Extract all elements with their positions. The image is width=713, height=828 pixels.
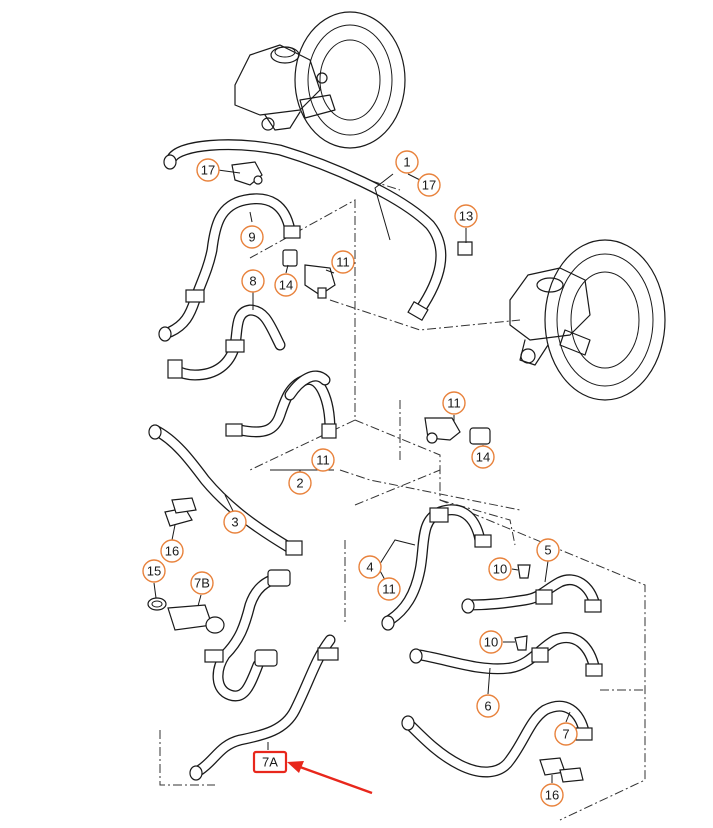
callout-17[interactable]: 17 [417, 173, 441, 197]
assembly-frames [159, 154, 646, 821]
svg-text:7: 7 [562, 727, 569, 742]
callout-11[interactable]: 11 [311, 448, 335, 472]
svg-text:3: 3 [231, 515, 238, 530]
svg-text:13: 13 [459, 209, 473, 224]
callout-8[interactable]: 8 [241, 269, 265, 293]
callout-4[interactable]: 4 [358, 555, 382, 579]
svg-text:11: 11 [336, 255, 350, 270]
callout-14[interactable]: 14 [471, 445, 495, 469]
svg-text:8: 8 [249, 274, 256, 289]
callout-17[interactable]: 17 [196, 158, 220, 182]
svg-text:11: 11 [316, 453, 330, 468]
hose-3 [148, 424, 303, 556]
callout-7b[interactable]: 7B [190, 571, 214, 595]
callout-15[interactable]: 15 [142, 559, 166, 583]
hose-5 [461, 574, 602, 614]
svg-text:10: 10 [484, 635, 498, 650]
callout-10[interactable]: 10 [488, 557, 512, 581]
svg-text:17: 17 [422, 178, 436, 193]
callout-11[interactable]: 11 [331, 250, 355, 274]
clip-16-lower [539, 757, 584, 783]
svg-text:11: 11 [447, 396, 461, 411]
valve-10-upper [517, 564, 531, 579]
clip-13 [457, 241, 473, 256]
pressure-sensor-11-upper [304, 264, 336, 299]
hose-8 [167, 304, 286, 381]
highlight-box [252, 750, 288, 774]
hose-7b [204, 569, 291, 702]
callout-14[interactable]: 14 [274, 273, 298, 297]
red-arrow-icon [287, 761, 373, 795]
pressure-sensor-17 [231, 161, 263, 186]
callout-9[interactable]: 9 [240, 225, 264, 249]
hose-1 [163, 139, 447, 322]
svg-text:14: 14 [279, 278, 293, 293]
hose-9 [158, 193, 301, 342]
connector-14-upper [282, 249, 298, 267]
hose-7a [189, 634, 339, 781]
svg-text:4: 4 [366, 560, 373, 575]
hose-2 [225, 370, 337, 439]
svg-text:16: 16 [165, 544, 179, 559]
callout-3[interactable]: 3 [223, 510, 247, 534]
svg-text:17: 17 [201, 163, 215, 178]
pressure-sensor-11-middle [424, 417, 461, 444]
callout-2[interactable]: 2 [288, 471, 312, 495]
connector-14-middle [469, 427, 491, 445]
svg-text:7B: 7B [194, 576, 210, 591]
callout-11[interactable]: 11 [377, 577, 401, 601]
svg-text:15: 15 [147, 564, 161, 579]
svg-text:2: 2 [296, 476, 303, 491]
brake-booster-top [234, 11, 406, 149]
valve-10-lower [514, 635, 528, 651]
hose-6 [409, 632, 603, 677]
callout-6[interactable]: 6 [476, 694, 500, 718]
callout-10[interactable]: 10 [479, 630, 503, 654]
svg-text:5: 5 [544, 543, 551, 558]
callout-13[interactable]: 13 [454, 204, 478, 228]
callout-5[interactable]: 5 [536, 538, 560, 562]
svg-text:6: 6 [484, 699, 491, 714]
callout-16[interactable]: 16 [160, 539, 184, 563]
svg-text:16: 16 [545, 788, 559, 803]
svg-text:1: 1 [403, 155, 410, 170]
svg-text:9: 9 [248, 230, 255, 245]
callout-7[interactable]: 7 [554, 722, 578, 746]
hose-4 [381, 504, 492, 631]
hose-7 [401, 700, 593, 778]
highlight-7a[interactable]: 7A [252, 750, 288, 774]
callout-11[interactable]: 11 [442, 391, 466, 415]
callout-1[interactable]: 1 [395, 150, 419, 174]
svg-text:11: 11 [382, 582, 396, 597]
highlight-label: 7A [262, 755, 278, 770]
svg-text:14: 14 [476, 450, 490, 465]
callout-16[interactable]: 16 [540, 783, 564, 807]
clip-16-upper [164, 497, 197, 527]
callouts: 1 17 17 13 9 11 14 8 11 14 11 2 3 16 4 1… [142, 150, 578, 807]
svg-text:10: 10 [493, 562, 507, 577]
check-valve-7b [167, 604, 225, 634]
clip-15 [147, 597, 167, 611]
brake-booster-right [509, 239, 666, 401]
